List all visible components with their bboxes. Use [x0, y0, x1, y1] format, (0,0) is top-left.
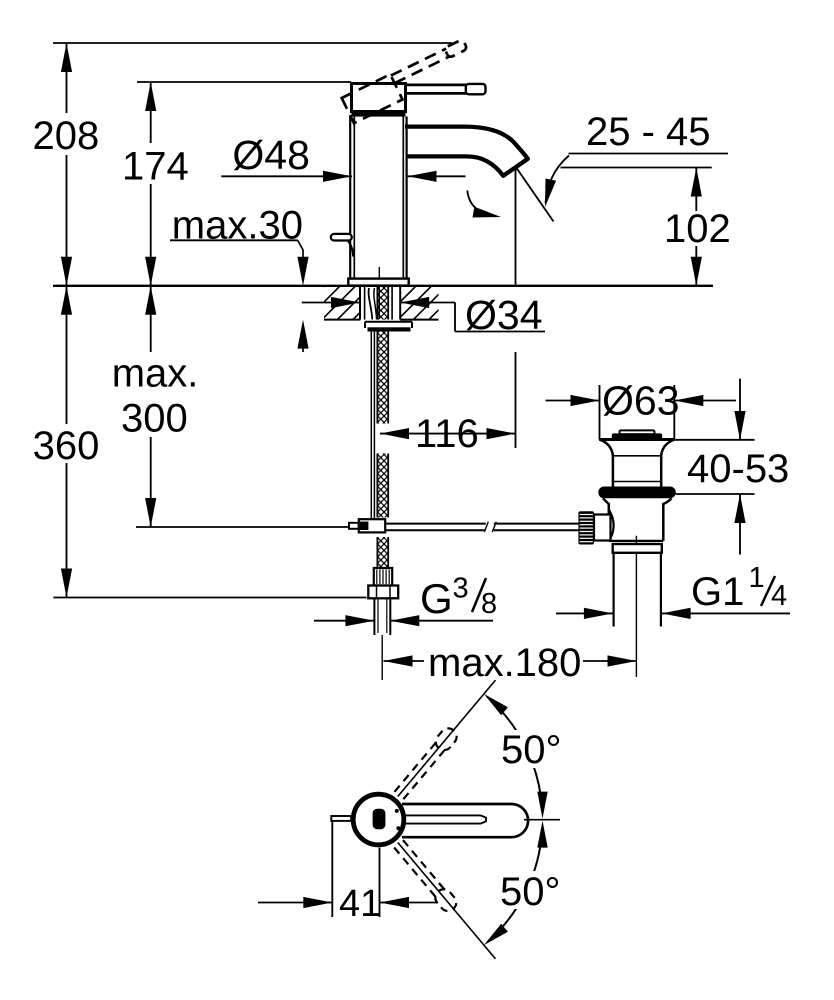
svg-text:max.30: max.30	[172, 204, 303, 248]
svg-text:25 - 45: 25 - 45	[586, 110, 711, 154]
svg-text:4: 4	[771, 580, 787, 612]
svg-text:360: 360	[33, 424, 100, 468]
svg-text:102: 102	[664, 207, 731, 251]
svg-text:max.180: max.180	[428, 641, 581, 685]
svg-text:G1: G1	[691, 570, 744, 614]
svg-text:Ø48: Ø48	[232, 132, 310, 178]
svg-text:300: 300	[121, 397, 188, 441]
svg-text:116: 116	[415, 412, 479, 456]
svg-text:8: 8	[481, 588, 497, 620]
svg-text:208: 208	[33, 114, 100, 158]
svg-text:G: G	[420, 575, 453, 622]
svg-text:3: 3	[453, 573, 469, 605]
svg-text:50°: 50°	[501, 728, 562, 772]
svg-text:1: 1	[749, 562, 765, 594]
svg-text:Ø63: Ø63	[602, 378, 680, 424]
svg-text:41: 41	[339, 883, 381, 925]
svg-text:40-53: 40-53	[687, 447, 789, 491]
svg-text:max.: max.	[112, 352, 199, 396]
svg-text:Ø34: Ø34	[465, 292, 543, 338]
svg-text:174: 174	[122, 145, 189, 189]
svg-text:50°: 50°	[500, 870, 561, 914]
